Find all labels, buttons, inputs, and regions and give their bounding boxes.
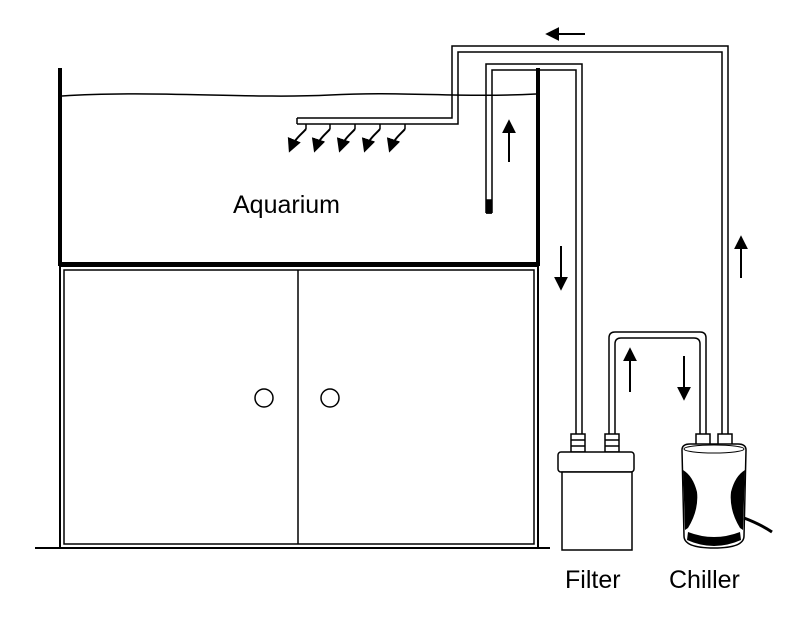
water-surface — [61, 92, 537, 97]
return-pipe — [297, 45, 729, 434]
flow-arrows — [502, 27, 748, 401]
filter-chiller-pipe — [608, 331, 707, 434]
spray-arrow-4 — [361, 128, 381, 153]
aquarium-tank — [58, 68, 540, 266]
spray-arrow-1 — [287, 128, 307, 153]
filter-unit — [557, 433, 635, 551]
aquarium-label: Aquarium — [233, 191, 340, 219]
spray-arrow-3 — [336, 128, 356, 153]
left-door-knob — [254, 388, 274, 408]
spray-bar — [296, 118, 406, 129]
spray-outflow-arrows — [287, 128, 406, 153]
chiller-power-cord — [743, 516, 773, 534]
chiller-unit — [681, 433, 773, 549]
spray-arrow-2 — [311, 128, 331, 153]
filter-label: Filter — [565, 566, 621, 594]
chiller-label: Chiller — [669, 566, 740, 594]
overflow-pipe — [485, 63, 583, 434]
spray-arrow-5 — [386, 128, 406, 153]
right-door-knob — [320, 388, 340, 408]
stand-cabinet — [59, 265, 539, 549]
